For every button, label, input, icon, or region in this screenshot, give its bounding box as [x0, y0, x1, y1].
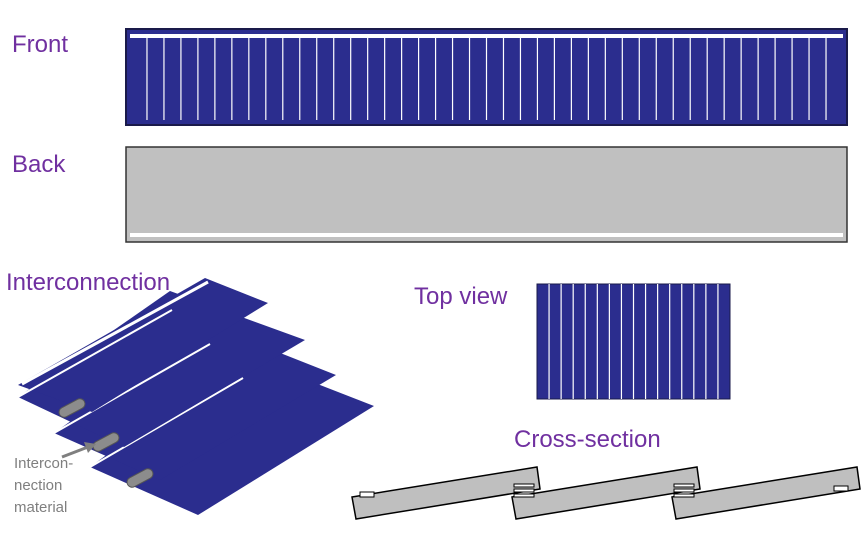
section-3-pad — [833, 485, 849, 492]
material-arrow — [61, 445, 89, 459]
top-view — [536, 283, 731, 400]
section-cell-3 — [671, 466, 861, 520]
section-3-joint — [673, 483, 695, 498]
back-view — [125, 146, 848, 243]
cross-section-view — [351, 466, 861, 520]
front-view — [125, 28, 848, 126]
material-note: Intercon- nection material — [14, 455, 77, 516]
top-view-label: Top view — [414, 283, 508, 310]
top-view-fingers — [548, 284, 719, 399]
interconnect-rods — [58, 398, 154, 488]
section-2-joint — [513, 483, 535, 498]
shingle-cell-1 — [18, 278, 268, 412]
shingle-edge-1 — [17, 309, 173, 398]
section-cell-2 — [511, 466, 701, 520]
interconnection-view: Intercon- nection material — [14, 278, 374, 516]
section-cell-1 — [351, 466, 541, 520]
back-busbar — [130, 233, 843, 237]
interconnection-label: Interconnection — [6, 269, 170, 296]
back-label: Back — [12, 151, 66, 178]
back-cell — [125, 146, 848, 243]
top-busbar — [21, 280, 209, 386]
front-fingers — [146, 36, 827, 120]
shingle-edge-2 — [53, 343, 211, 434]
shingle-edge-3 — [89, 377, 244, 468]
section-1-pad — [359, 491, 375, 498]
material-arrowhead — [84, 442, 96, 453]
front-label: Front — [12, 31, 68, 58]
cross-section-label: Cross-section — [514, 426, 661, 453]
